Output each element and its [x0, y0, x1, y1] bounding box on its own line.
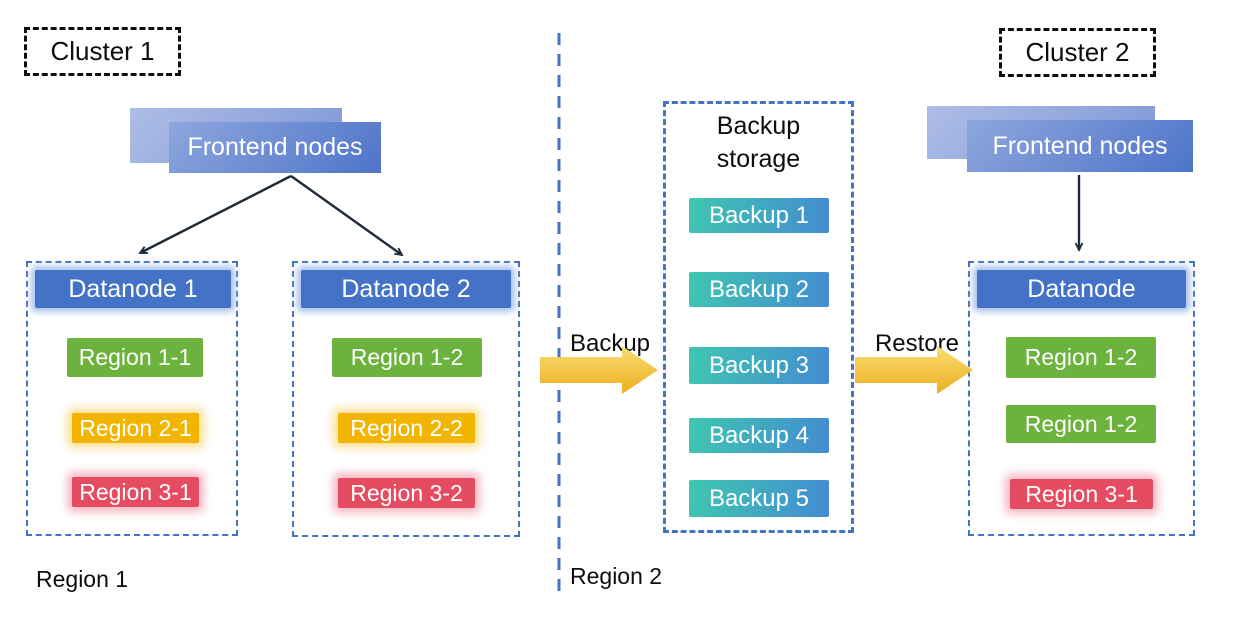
backup-storage-title-text: Backup storage	[716, 112, 801, 173]
region-2-1-label: Region 2-1	[79, 414, 192, 441]
zone-region1-text: Region 1	[36, 566, 129, 592]
cluster1-frontend-label: Frontend nodes	[187, 133, 363, 161]
zone-label-region2: Region 2	[570, 563, 662, 590]
backup-3-label: Backup 3	[708, 351, 810, 379]
backup-storage-container	[663, 101, 854, 533]
restore-flow-text: Restore	[874, 330, 960, 357]
frontend-to-datanode1-arrow	[138, 174, 292, 255]
cluster1-label-box: Cluster 1	[24, 27, 181, 76]
zone-region2-text: Region 2	[570, 563, 663, 589]
backup-flow-text: Backup	[569, 330, 651, 357]
cluster1-frontend-nodes-box: Frontend nodes	[169, 122, 381, 173]
restored-region-1-label: Region 1-2	[1024, 344, 1138, 370]
datanode1-title: Datanode 1	[68, 274, 198, 303]
cluster2-datanode-title: Datanode	[1027, 274, 1136, 303]
datanode2-header: Datanode 2	[301, 270, 511, 308]
backup-1-label: Backup 1	[708, 201, 810, 229]
region-chip: Region 1-2	[1006, 337, 1156, 378]
cluster2-frontend-nodes-box: Frontend nodes	[967, 120, 1193, 172]
backup-flow-label: Backup	[565, 330, 655, 358]
region-chip: Region 2-2	[338, 413, 475, 443]
region-chip: Region 1-2	[332, 338, 482, 377]
cluster1-label: Cluster 1	[50, 36, 155, 66]
datanode1-header: Datanode 1	[35, 270, 231, 308]
region-1-2-label: Region 1-2	[350, 344, 464, 370]
region-chip: Region 1-2	[1006, 405, 1156, 443]
region-3-1-label: Region 3-1	[79, 478, 192, 505]
zone-label-region1: Region 1	[36, 566, 128, 593]
frontend-to-datanode2-arrow	[290, 175, 404, 257]
backup-item-1: Backup 1	[689, 198, 829, 233]
backup-5-label: Backup 5	[708, 484, 810, 512]
cluster2-datanode-header: Datanode	[977, 270, 1186, 308]
region-2-2-label: Region 2-2	[350, 414, 463, 441]
backup-item-2: Backup 2	[689, 272, 829, 307]
backup-item-5: Backup 5	[689, 480, 829, 517]
region-chip: Region 3-1	[1010, 479, 1153, 509]
region-chip: Region 1-1	[67, 338, 203, 377]
region-chip: Region 3-1	[72, 477, 199, 507]
region-3-2-label: Region 3-2	[350, 479, 463, 506]
backup-item-4: Backup 4	[689, 418, 829, 453]
backup-4-label: Backup 4	[708, 421, 810, 449]
backup-storage-title: Backup storage	[663, 110, 854, 175]
restore-flow-label: Restore	[872, 330, 962, 358]
restored-region-2-label: Region 1-2	[1024, 410, 1138, 437]
restored-region-3-label: Region 3-1	[1025, 480, 1138, 507]
backup-item-3: Backup 3	[689, 347, 829, 384]
region-1-1-label: Region 1-1	[78, 344, 192, 370]
region-chip: Region 2-1	[72, 413, 199, 443]
backup-2-label: Backup 2	[708, 275, 810, 303]
datanode2-title: Datanode 2	[341, 274, 471, 303]
cluster2-label: Cluster 2	[1025, 37, 1130, 67]
cluster2-frontend-label: Frontend nodes	[992, 131, 1168, 160]
cluster2-label-box: Cluster 2	[999, 28, 1156, 77]
region-chip: Region 3-2	[338, 478, 475, 508]
